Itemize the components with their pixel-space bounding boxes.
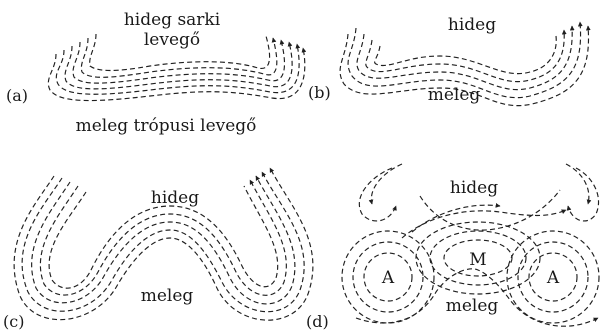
panel-b-cold-label: hideg [448, 15, 496, 35]
panel-b-warm-label: meleg [428, 85, 481, 105]
panel-a: hideg sarki levegő meleg trópusi levegő … [6, 10, 307, 136]
panel-a-letter: (a) [6, 86, 28, 105]
panel-b: hideg meleg (b) [308, 15, 591, 107]
panel-a-warm-label: meleg trópusi levegő [76, 116, 257, 136]
panel-d-letter: (d) [306, 312, 329, 331]
panel-a-cold-line-2: levegő [144, 30, 200, 50]
panel-c-letter: (c) [3, 312, 24, 331]
panel-d-cold-label: hideg [450, 178, 498, 198]
panel-d-warm-label: meleg [446, 296, 499, 316]
panel-c: hideg meleg (c) [3, 167, 314, 331]
panel-d-cyclone-label-left: A [381, 268, 395, 288]
panel-a-flow-bands [47, 33, 307, 102]
panel-c-warm-label: meleg [141, 286, 194, 306]
panel-c-flow-bands [13, 167, 314, 321]
panel-d: hideg M A A meleg (d) [306, 163, 600, 331]
panel-d-cyclone-label-right: A [546, 268, 560, 288]
panel-d-flow-bands [341, 163, 600, 327]
panel-c-cold-label: hideg [151, 188, 199, 208]
panel-d-anticyclone-label: M [469, 250, 486, 270]
panel-a-cold-line-1: hideg sarki [124, 10, 221, 30]
panel-b-letter: (b) [308, 83, 331, 102]
panel-b-flow-bands [339, 21, 591, 107]
